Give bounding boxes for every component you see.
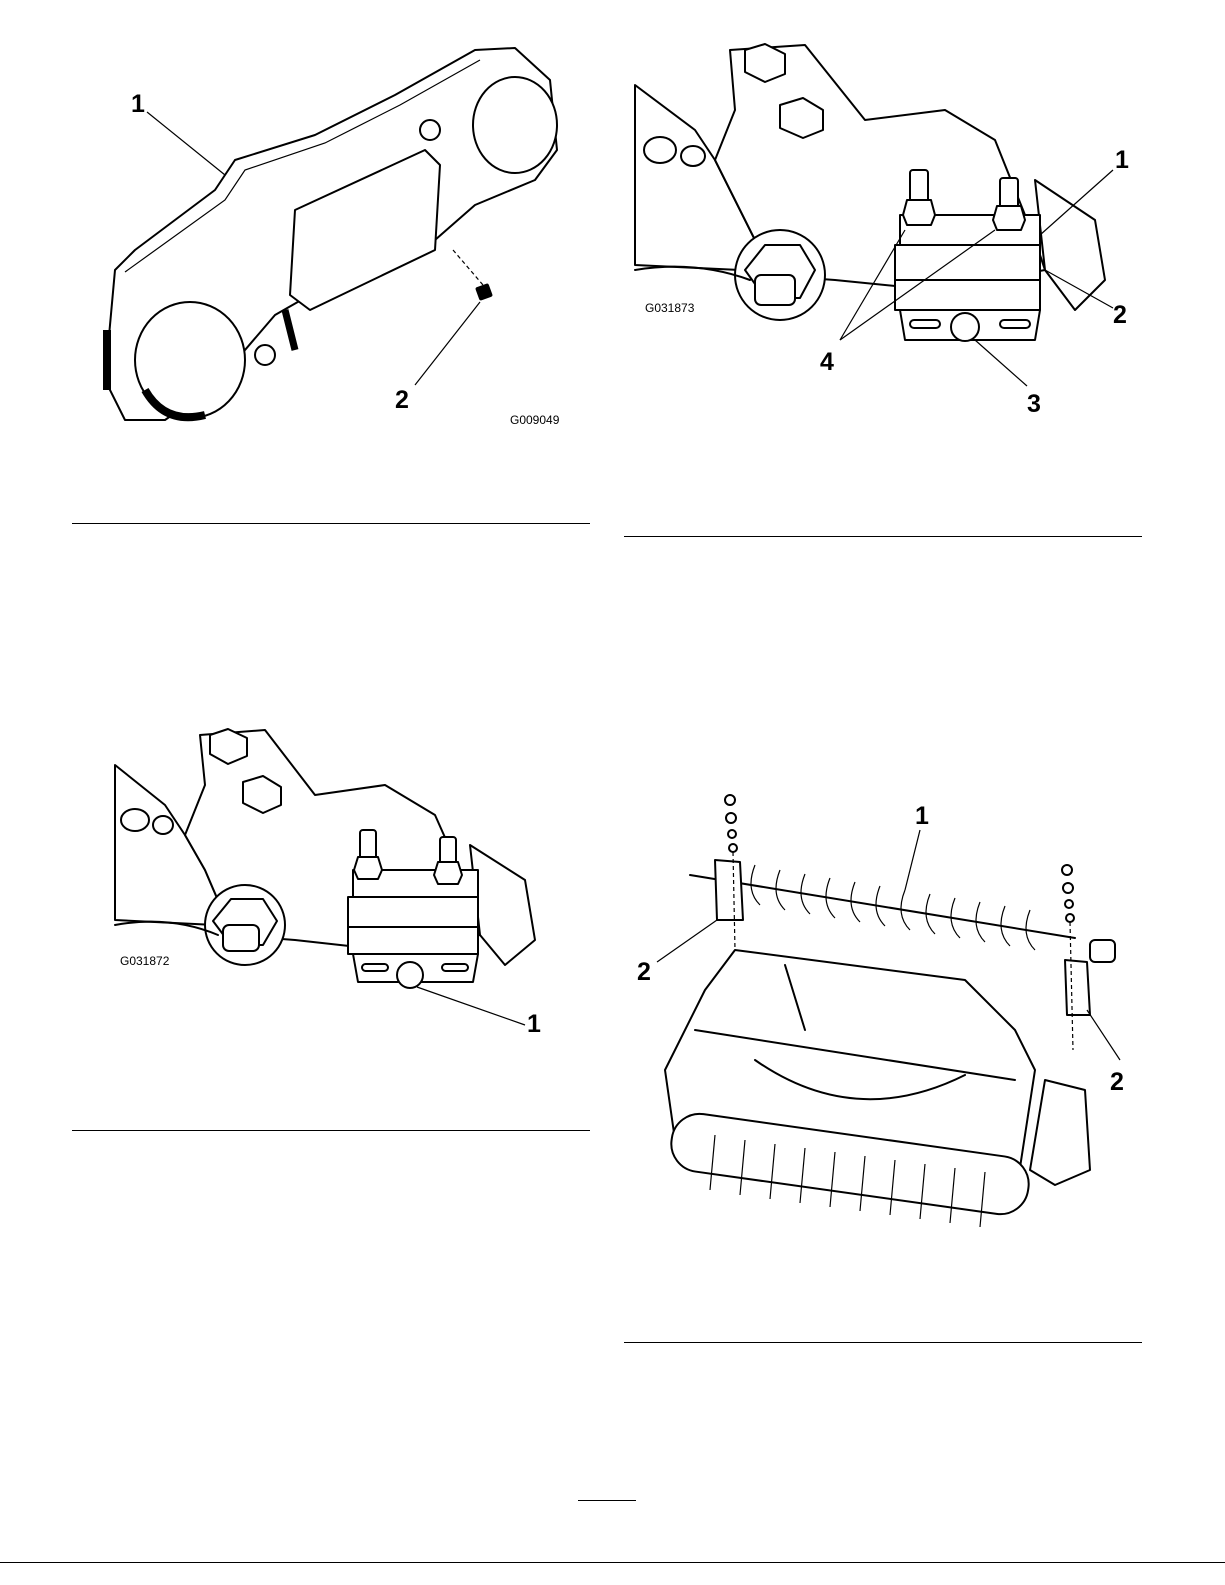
port-2 bbox=[681, 146, 705, 166]
leader-2-right bbox=[1087, 1010, 1120, 1060]
motor-housing bbox=[470, 845, 535, 965]
stud-nut-left bbox=[903, 200, 935, 225]
figure-backlap-valve-b: 1 G031872 bbox=[115, 725, 560, 1055]
valve-block-low bbox=[348, 927, 478, 954]
separator-rule bbox=[72, 1130, 590, 1131]
set-screw bbox=[475, 283, 493, 301]
callout-2: 2 bbox=[1113, 301, 1127, 329]
stud-nut-right bbox=[434, 862, 462, 884]
panel-shade bbox=[285, 310, 295, 350]
nut-stud bbox=[755, 275, 795, 305]
adjust-knob bbox=[951, 313, 979, 341]
slot-left bbox=[362, 964, 388, 971]
slot-left bbox=[910, 320, 940, 328]
belt-cover-illustration: 1 2 G009049 bbox=[95, 40, 575, 440]
page-bottom-rule bbox=[0, 1562, 1225, 1563]
separator-rule bbox=[72, 523, 590, 524]
callout-1: 1 bbox=[131, 90, 145, 118]
stud-nut-right bbox=[993, 206, 1025, 230]
callout-2-left: 2 bbox=[637, 958, 651, 986]
valve-illustration-b: 1 G031872 bbox=[115, 725, 560, 1055]
slot-right bbox=[442, 964, 468, 971]
figure-belt-cover: 1 2 G009049 bbox=[95, 40, 575, 440]
leader-2 bbox=[415, 302, 480, 385]
figure-code: G009049 bbox=[510, 413, 560, 427]
right-fasteners bbox=[1062, 865, 1074, 1050]
figure-cutting-unit-brush: 1 2 2 bbox=[635, 790, 1145, 1240]
figure-code: G031873 bbox=[645, 301, 695, 315]
valve-illustration-a: 1 2 3 4 G031873 bbox=[635, 40, 1145, 420]
adjust-knob bbox=[397, 962, 423, 988]
valve-block-low bbox=[895, 280, 1040, 310]
port-1 bbox=[644, 137, 676, 163]
leader-1 bbox=[417, 987, 525, 1025]
figure-code: G031872 bbox=[120, 954, 170, 968]
leader-2-left bbox=[657, 920, 717, 962]
stud-nut-left bbox=[354, 857, 382, 879]
nut-stud bbox=[223, 925, 259, 951]
screw-dashed-line bbox=[453, 250, 483, 285]
callout-1: 1 bbox=[915, 802, 929, 830]
cutting-unit-illustration: 1 2 2 bbox=[635, 790, 1145, 1240]
port-2 bbox=[153, 816, 173, 834]
slot-right bbox=[1000, 320, 1030, 328]
right-bracket bbox=[1065, 960, 1090, 1015]
valve-block-mid bbox=[348, 897, 478, 927]
callout-4: 4 bbox=[820, 348, 834, 376]
boss-bottom bbox=[255, 345, 275, 365]
callout-2: 2 bbox=[395, 386, 409, 414]
callout-1: 1 bbox=[527, 1010, 541, 1038]
leader-3 bbox=[975, 340, 1027, 386]
right-bearing bbox=[1090, 940, 1115, 962]
separator-rule bbox=[624, 1342, 1142, 1343]
side-housing bbox=[1030, 1080, 1090, 1185]
callout-2-right: 2 bbox=[1110, 1068, 1124, 1096]
callout-3: 3 bbox=[1027, 390, 1041, 418]
left-bracket bbox=[715, 860, 743, 920]
boss-top bbox=[420, 120, 440, 140]
page-number-underline bbox=[578, 1500, 636, 1501]
callout-1: 1 bbox=[1115, 146, 1129, 174]
motor-housing bbox=[1035, 180, 1105, 310]
brush-shaft bbox=[690, 875, 1075, 938]
port-1 bbox=[121, 809, 149, 831]
leader-1 bbox=[147, 112, 225, 175]
figure-backlap-valve-a: 1 2 3 4 G031873 bbox=[635, 40, 1145, 420]
leader-1 bbox=[905, 830, 920, 890]
separator-rule bbox=[624, 536, 1142, 537]
right-pulley-cover bbox=[473, 77, 557, 173]
